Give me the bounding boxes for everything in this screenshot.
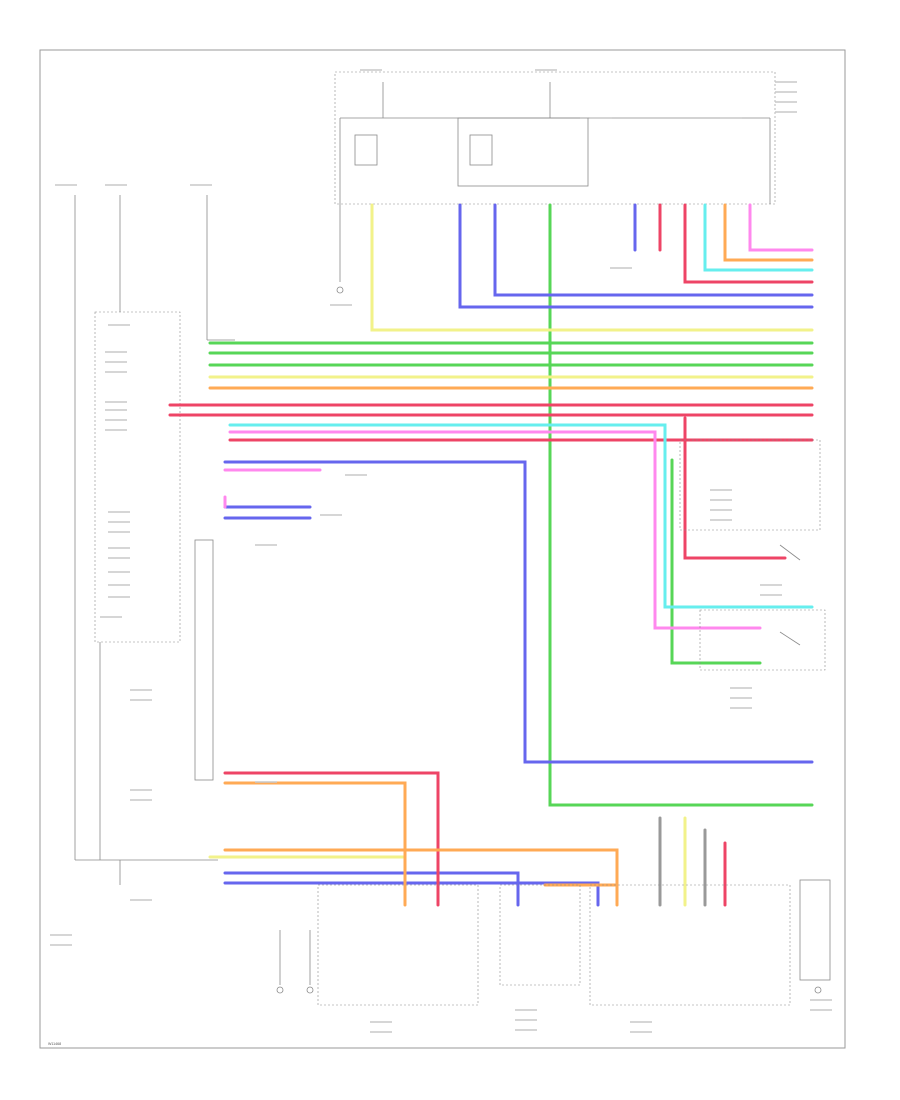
diagram-frame	[39, 49, 846, 1049]
wire-set	[168, 203, 814, 907]
wire-blue-10	[493, 203, 814, 297]
bottom-components	[276, 286, 831, 1006]
wire-green-4	[670, 458, 762, 665]
wire-pink-27	[228, 430, 762, 630]
wire-yellow-5	[370, 203, 814, 332]
fuse-feeds	[74, 195, 235, 860]
wire-blue-9	[458, 203, 814, 309]
wire-cyan-29	[703, 203, 814, 272]
wire-pink-25	[748, 203, 814, 252]
connector-label-marks	[50, 69, 832, 1033]
wire-blue-15	[223, 871, 520, 907]
wire-orange-33	[223, 781, 407, 907]
wire-red-20	[683, 203, 814, 284]
wire-orange-34	[223, 848, 619, 907]
right-switches	[679, 439, 826, 671]
wire-blue-12	[223, 460, 814, 764]
wire-red-22	[683, 416, 787, 560]
wire-orange-31	[723, 203, 814, 262]
top-control-unit	[334, 71, 776, 282]
wire-blue-16	[223, 881, 600, 907]
wire-red-23	[223, 771, 440, 907]
wire-cyan-30	[228, 423, 814, 609]
footer-code: W11468	[48, 1042, 61, 1046]
left-control-module	[75, 311, 218, 885]
